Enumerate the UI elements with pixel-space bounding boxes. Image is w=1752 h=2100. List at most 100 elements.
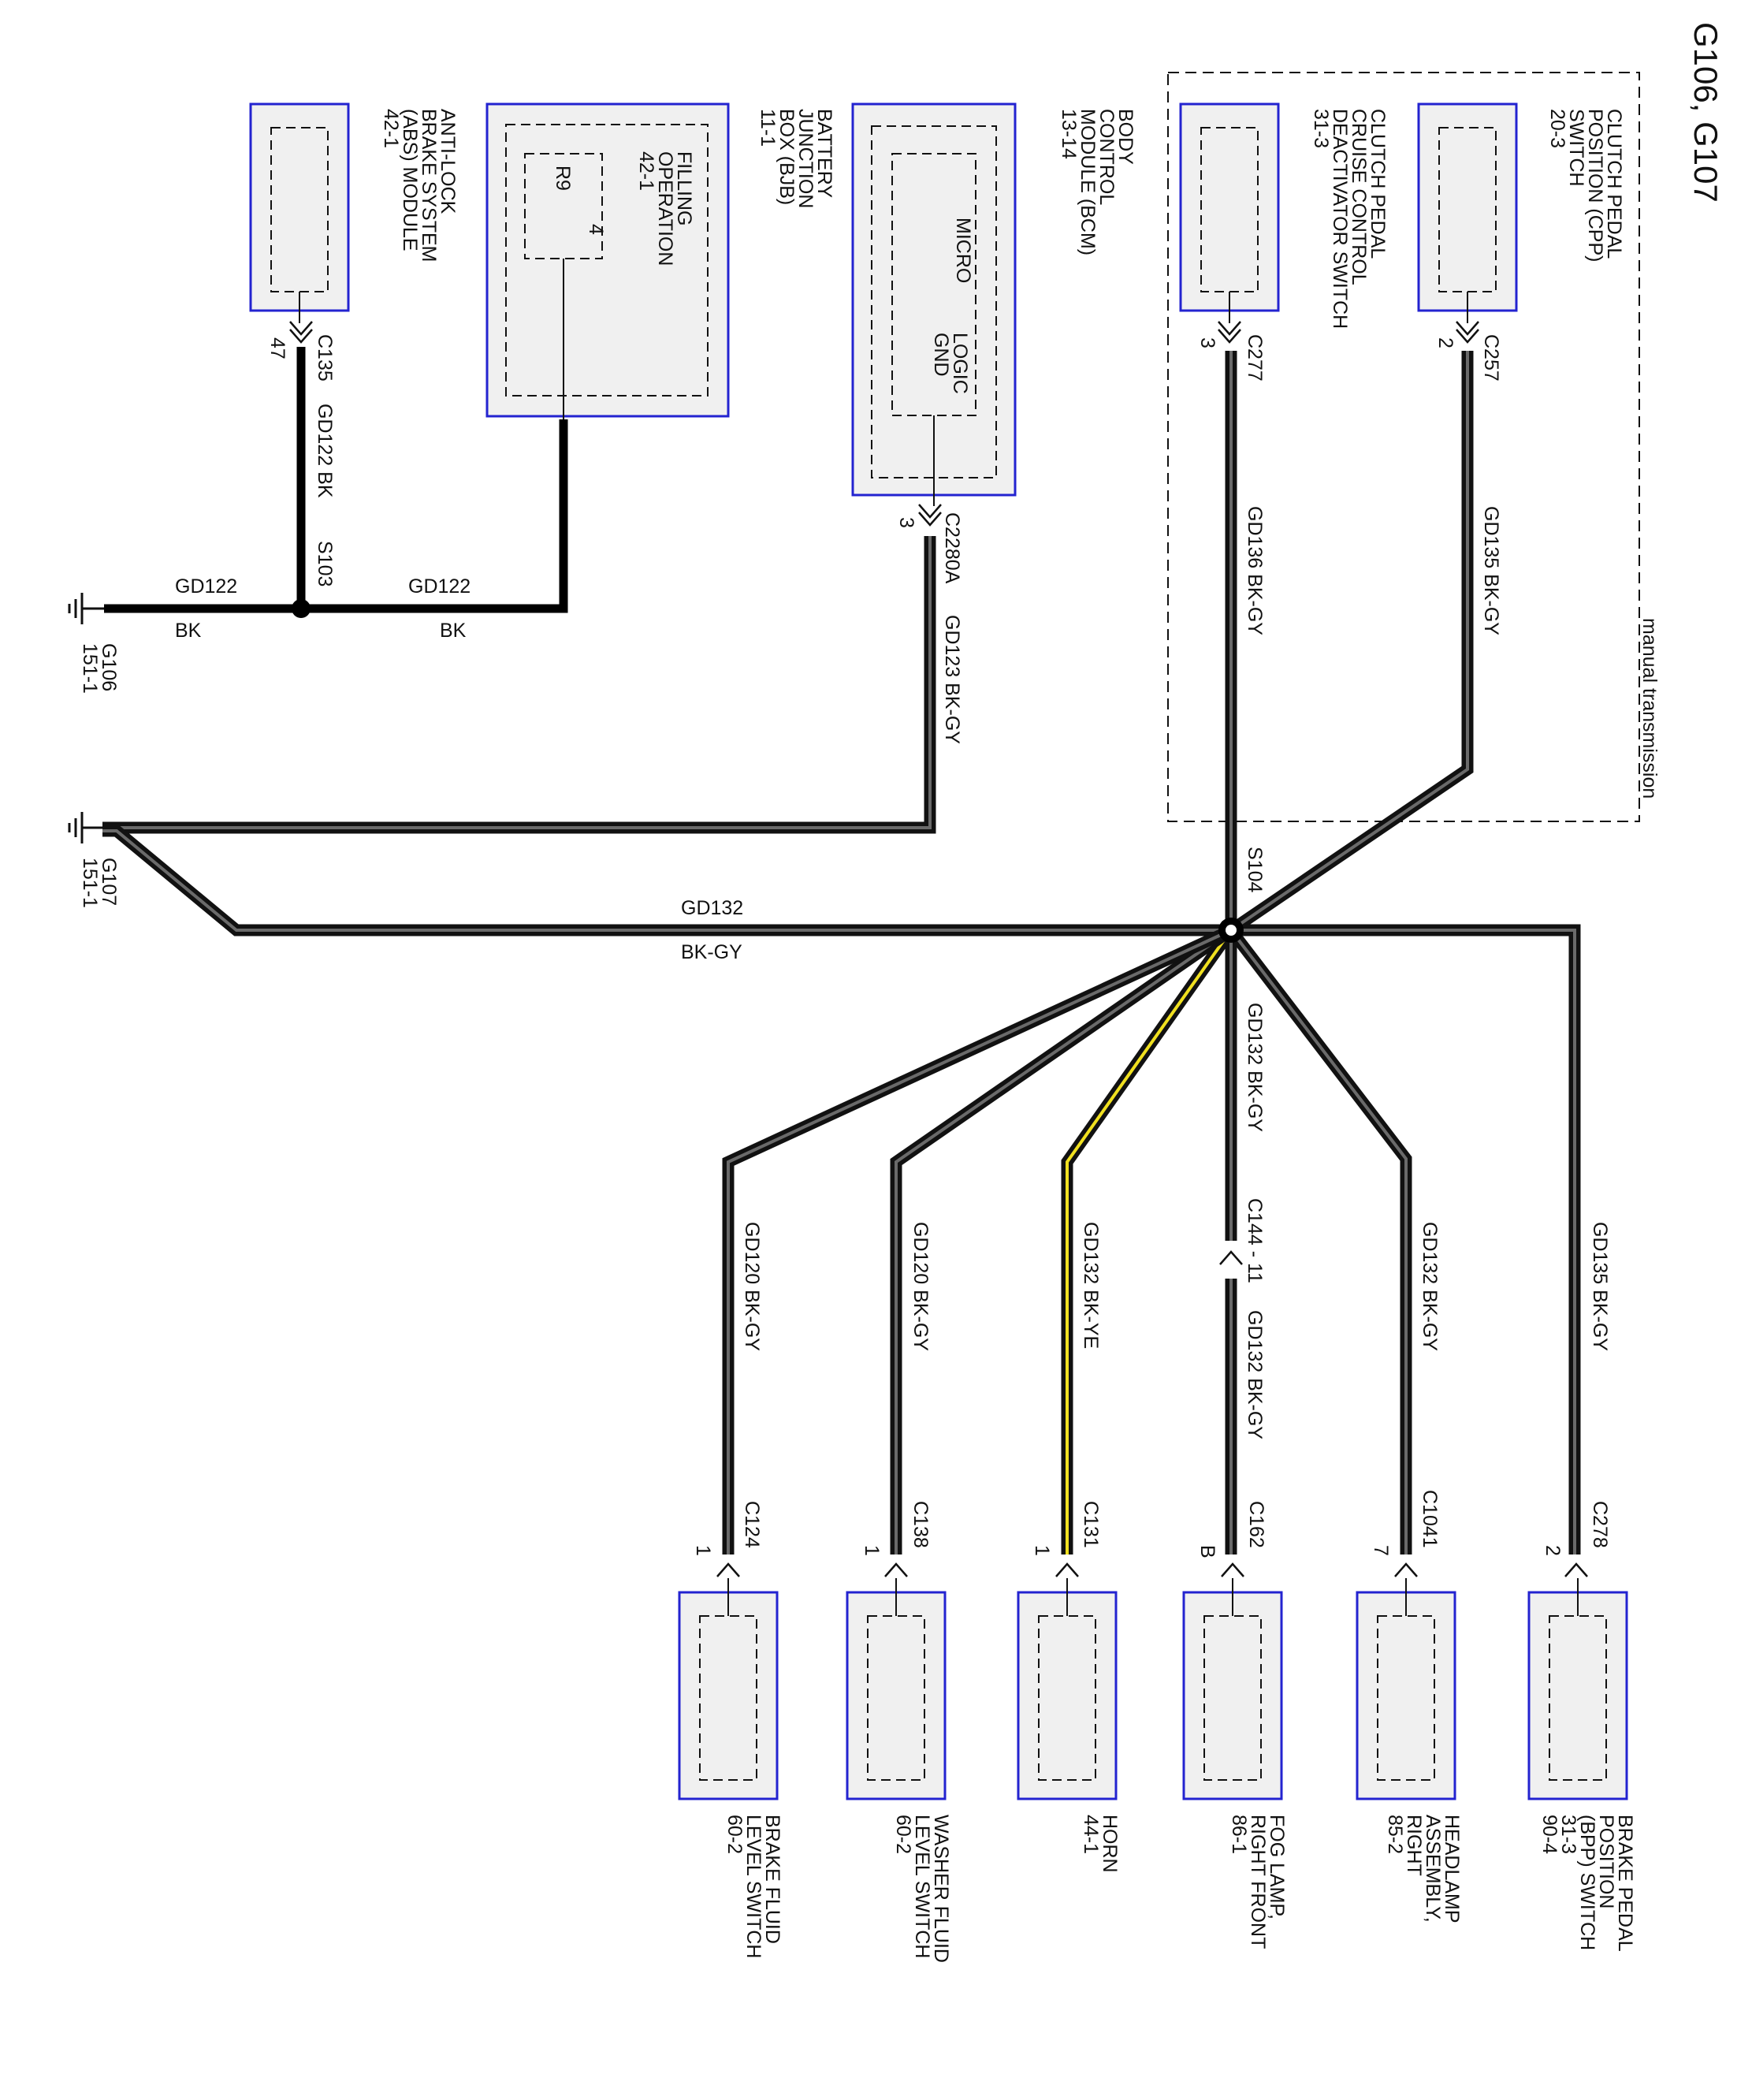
g107-label: G107: [98, 858, 120, 906]
bfl-ref: 60-2: [723, 1815, 746, 1854]
c257-label: C257: [1480, 334, 1502, 382]
brake-pedal-position-switch[interactable]: [1527, 1578, 1628, 1800]
hl-name-line2: ASSEMBLY,: [1422, 1815, 1444, 1923]
gd132-horn-label: GD132 BK-YE: [1080, 1222, 1102, 1349]
connector-c144[interactable]: [1219, 1250, 1243, 1265]
hl-name-line1: HEADLAMP: [1441, 1815, 1463, 1923]
headlamp-assembly-right[interactable]: [1356, 1578, 1456, 1800]
s104-label: S104: [1244, 847, 1266, 892]
battery-junction-box[interactable]: [485, 102, 730, 421]
c257-pin: 2: [1434, 337, 1456, 348]
bpp-name-line3: (BPP) SWITCH: [1576, 1815, 1598, 1950]
ccd-name-line3: DEACTIVATOR SWITCH: [1329, 109, 1351, 329]
g106-ref: 151-1: [79, 643, 101, 694]
abs-name-line3: (ABS) MODULE: [399, 109, 421, 251]
connector-c277[interactable]: [1218, 321, 1241, 344]
horn-ref: 44-1: [1080, 1815, 1102, 1854]
bjb-fuse-pin: 4: [585, 224, 607, 235]
bcm-name-line1: BODY: [1114, 109, 1136, 165]
connector-c162[interactable]: [1221, 1562, 1244, 1577]
connector-c138[interactable]: [884, 1562, 908, 1577]
horn[interactable]: [1017, 1578, 1118, 1800]
wire-gd135-bpp[interactable]: [1231, 924, 1581, 1555]
s103-label: S103: [314, 541, 336, 586]
connector-c278[interactable]: [1564, 1562, 1588, 1577]
gd120-washer-label: GD120 BK-GY: [909, 1222, 932, 1351]
gd136-label: GD136 BK-GY: [1244, 506, 1266, 635]
c124-label: C124: [741, 1501, 763, 1548]
brake-fluid-level-switch[interactable]: [678, 1578, 779, 1800]
washer-fluid-level-switch[interactable]: [846, 1578, 947, 1800]
wfl-name-line1: WASHER FLUID: [930, 1815, 952, 1963]
g107-ref: 151-1: [79, 858, 101, 908]
ccd-name-line1: CLUTCH PEDAL: [1367, 109, 1389, 259]
wire-gd132-headlamp[interactable]: [1226, 926, 1412, 1555]
connector-c257[interactable]: [1456, 321, 1479, 344]
c2280a-pin: 3: [895, 517, 917, 528]
abs-ref: 42-1: [380, 109, 402, 148]
c162-pin: B: [1196, 1545, 1218, 1558]
abs-module[interactable]: [249, 102, 350, 323]
bjb-name-line1: BATTERY: [813, 109, 835, 198]
wire-gd123-bcm[interactable]: [102, 536, 936, 834]
abs-name-line2: BRAKE SYSTEM: [418, 109, 440, 262]
c138-label: C138: [909, 1501, 932, 1548]
gd123-label: GD123 BK-GY: [941, 615, 963, 744]
manual-transmission-region: [1167, 72, 1640, 822]
bpp-name-line2: POSITION: [1595, 1815, 1617, 1908]
cpp-name-line2: POSITION (CPP): [1584, 109, 1606, 262]
wire-gd120-washer[interactable]: [890, 925, 1235, 1555]
hl-ref: 85-2: [1384, 1815, 1406, 1854]
body-control-module[interactable]: [851, 102, 1017, 506]
horn-name: HORN: [1099, 1815, 1121, 1873]
c162-label: C162: [1245, 1501, 1267, 1548]
c277-pin: 3: [1196, 337, 1218, 348]
bcm-name-line3: MODULE (BCM): [1077, 109, 1099, 255]
g106-label: G106: [98, 643, 120, 691]
fog-name-line1: FOG LAMP,: [1266, 1815, 1288, 1919]
c135-label: C135: [314, 334, 336, 382]
gd122-ground-label: GD122: [175, 575, 237, 598]
ccd-ref: 31-3: [1310, 109, 1332, 148]
bpp-name-line4: 31-3: [1557, 1815, 1579, 1854]
clutch-cruise-deactivator-switch[interactable]: [1179, 102, 1280, 323]
gd122-bjb-color: BK: [440, 620, 467, 642]
ground-g107-symbol: [68, 812, 104, 843]
gd132-fog-upper-label: GD132 BK-GY: [1244, 1003, 1266, 1132]
gd132-ground-color: BK-GY: [681, 941, 742, 963]
connector-c2280a[interactable]: [918, 504, 942, 527]
cpp-ref: 20-3: [1546, 109, 1568, 148]
abs-name-line1: ANTI-LOCK: [437, 109, 459, 214]
connector-c1041[interactable]: [1394, 1562, 1418, 1577]
c131-label: C131: [1080, 1501, 1102, 1548]
gd122-abs-label: GD122 BK: [314, 404, 336, 498]
connector-c135[interactable]: [289, 321, 313, 344]
wire-gd135-cpp[interactable]: [1227, 351, 1474, 936]
connector-c124[interactable]: [716, 1562, 740, 1577]
bpp-ref: 90-4: [1538, 1815, 1560, 1854]
bjb-ref: 11-1: [757, 109, 779, 147]
wire-gd122-bjb[interactable]: [301, 419, 568, 613]
c278-pin: 2: [1542, 1545, 1564, 1556]
connector-c131[interactable]: [1055, 1562, 1079, 1577]
c135-pin: 47: [266, 337, 288, 359]
clutch-pedal-position-switch[interactable]: [1417, 102, 1518, 323]
bfl-name-line2: LEVEL SWITCH: [742, 1815, 764, 1958]
splice-s103[interactable]: [292, 599, 311, 618]
bjb-name-line3: BOX (BJB): [776, 109, 798, 205]
gd132-ground-label: GD132: [681, 897, 743, 919]
wire-gd120-brake-fluid[interactable]: [722, 925, 1234, 1555]
c1041-pin: 7: [1370, 1545, 1392, 1556]
wire-gd132-ground[interactable]: [102, 825, 1231, 936]
bcm-ref: 13-14: [1058, 109, 1080, 159]
fog-lamp-right-front[interactable]: [1182, 1578, 1283, 1800]
c277-label: C277: [1244, 334, 1266, 382]
cpp-name-line1: CLUTCH PEDAL: [1603, 109, 1625, 259]
bjb-sub-line1: FILLING: [673, 151, 695, 225]
bpp-name-line1: BRAKE PEDAL: [1614, 1815, 1636, 1952]
ccd-name-line2: CRUISE CONTROL: [1348, 109, 1370, 285]
bfl-name-line1: BRAKE FLUID: [761, 1815, 783, 1944]
ground-g106-symbol: [68, 593, 104, 624]
wire-gd132-horn[interactable]: [1061, 926, 1237, 1555]
gd135-cpp-label: GD135 BK-GY: [1480, 506, 1502, 635]
